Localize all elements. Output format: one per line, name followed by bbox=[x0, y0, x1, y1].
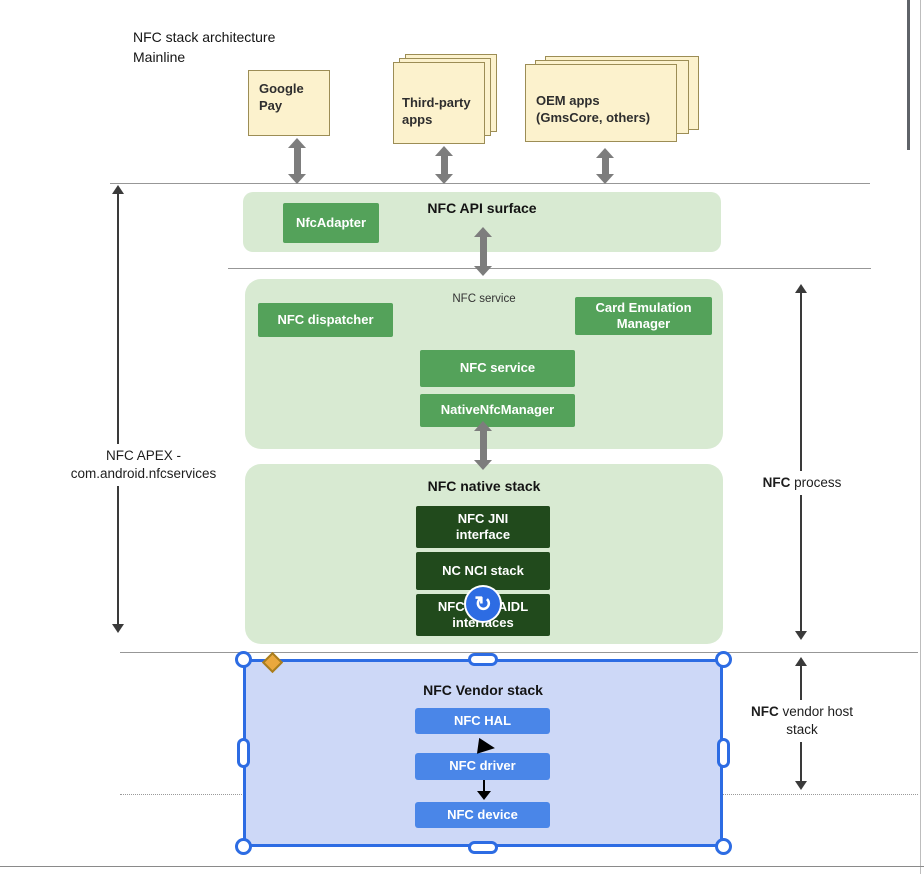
resize-handle-w[interactable] bbox=[237, 738, 250, 768]
third-party-apps-doc[interactable]: Third-party apps bbox=[393, 62, 485, 144]
resize-handle-n[interactable] bbox=[468, 653, 498, 666]
google-pay-label: Google Pay bbox=[259, 81, 304, 113]
canvas-right-edge bbox=[920, 0, 921, 874]
apex-range-arrow bbox=[112, 185, 124, 633]
resize-handle-e[interactable] bbox=[717, 738, 730, 768]
arrow-oem-api bbox=[596, 148, 614, 184]
divider-vendor-top bbox=[120, 652, 918, 653]
nfc-process-label-bold: NFC bbox=[762, 475, 791, 490]
nfc-service-group-title: NFC service bbox=[452, 293, 516, 305]
vendor-host-stack-label: NFC vendor host stack bbox=[740, 700, 864, 743]
arrow-thirdparty-api bbox=[435, 146, 453, 184]
card-emulation-manager-box[interactable]: Card Emulation Manager bbox=[575, 297, 712, 335]
nfc-device-box[interactable]: NFC device bbox=[415, 802, 550, 828]
nfc-vendor-stack-title: NFC Vendor stack bbox=[423, 682, 543, 698]
oem-apps-label: OEM apps (GmsCore, others) bbox=[536, 93, 651, 125]
diagram-title: NFC stack architecture Mainline bbox=[133, 29, 276, 65]
arrow-googlepay-api bbox=[288, 138, 306, 184]
nativenfcmanager-box[interactable]: NativeNfcManager bbox=[420, 394, 575, 427]
vendor-host-label-bold: NFC bbox=[750, 704, 779, 719]
apex-label: NFC APEX - com.android.nfcservices bbox=[56, 444, 231, 487]
vendor-host-label-rest: vendor host stack bbox=[782, 704, 854, 738]
scrollbar[interactable] bbox=[907, 0, 910, 150]
rotate-icon: ↻ bbox=[474, 592, 492, 616]
nfc-service-box[interactable]: NFC service bbox=[420, 350, 575, 387]
process-range-arrow bbox=[795, 284, 807, 640]
nfc-native-stack-title: NFC native stack bbox=[427, 478, 541, 494]
divider-service-top bbox=[228, 268, 871, 269]
google-pay-doc[interactable]: Google Pay bbox=[248, 70, 330, 136]
nfc-api-surface-group[interactable]: NFC API surface NfcAdapter bbox=[243, 192, 721, 252]
divider-api-top bbox=[110, 183, 870, 184]
nfc-hal-box[interactable]: NFC HAL bbox=[415, 708, 550, 734]
arrow-api-service bbox=[474, 227, 492, 276]
canvas-bottom-edge bbox=[0, 866, 924, 867]
nfc-process-label-rest: process bbox=[790, 475, 842, 490]
third-party-apps-label: Third-party apps bbox=[402, 95, 471, 127]
nfcadapter-button[interactable]: NfcAdapter bbox=[283, 203, 379, 243]
driver-device-arrow bbox=[477, 780, 491, 802]
nfc-driver-box[interactable]: NFC driver bbox=[415, 753, 550, 780]
rotate-handle[interactable]: ↻ bbox=[466, 587, 500, 621]
resize-handle-se[interactable] bbox=[715, 838, 732, 855]
nfc-jni-interface-box[interactable]: NFC JNI interface bbox=[416, 506, 550, 548]
resize-handle-ne[interactable] bbox=[715, 651, 732, 668]
resize-handle-s[interactable] bbox=[468, 841, 498, 854]
nfc-api-surface-title: NFC API surface bbox=[427, 200, 537, 216]
nfc-dispatcher-box[interactable]: NFC dispatcher bbox=[258, 303, 393, 337]
resize-handle-sw[interactable] bbox=[235, 838, 252, 855]
nfc-process-label: NFC process bbox=[750, 471, 854, 496]
cursor-pointer-icon bbox=[476, 737, 497, 757]
nfc-nci-stack-box[interactable]: NC NCI stack bbox=[416, 552, 550, 590]
resize-handle-nw[interactable] bbox=[235, 651, 252, 668]
arrow-service-native bbox=[474, 421, 492, 470]
nfc-service-group[interactable]: NFC service NFC dispatcher Card Emulatio… bbox=[245, 279, 723, 449]
oem-apps-doc[interactable]: OEM apps (GmsCore, others) bbox=[525, 64, 677, 142]
